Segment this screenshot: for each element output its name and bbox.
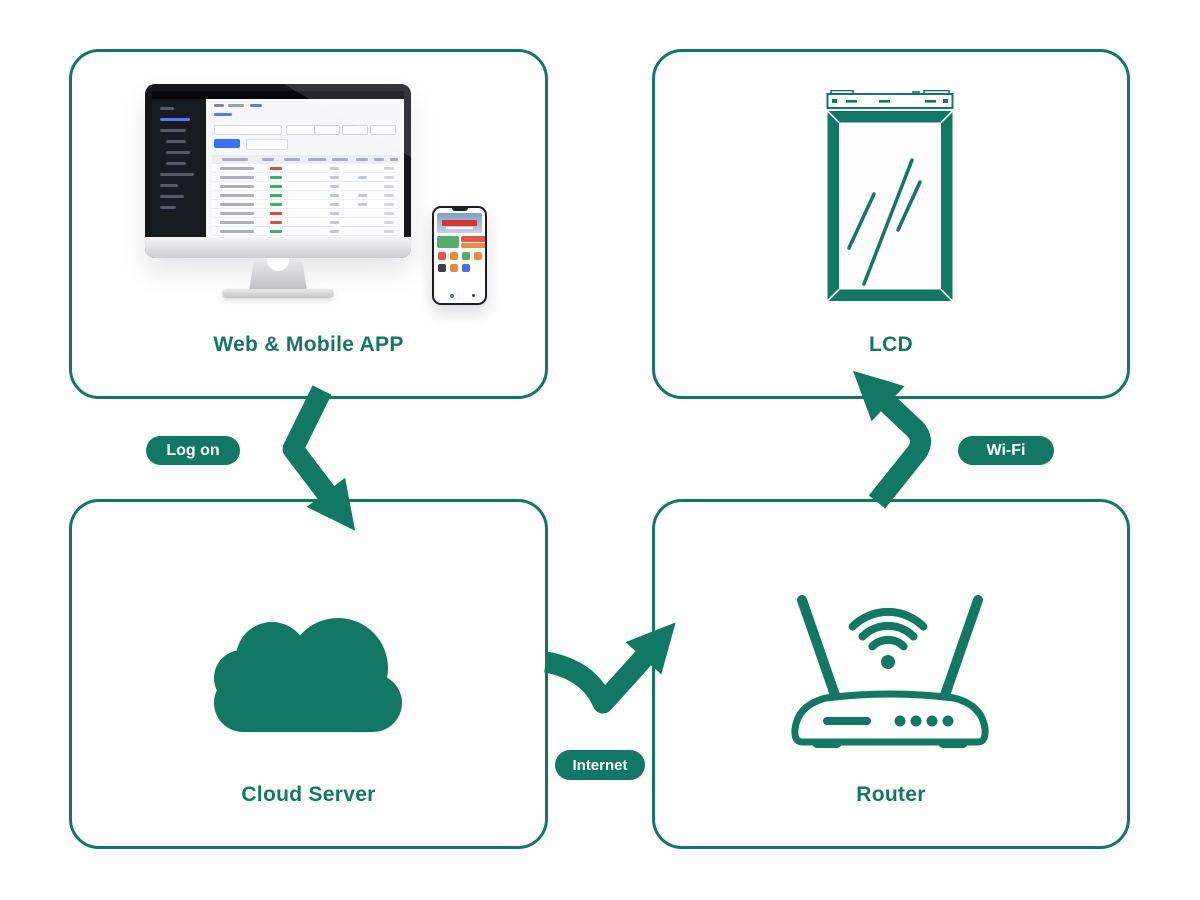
- app-sidebar: [152, 99, 206, 237]
- screen-table-rows: [212, 164, 398, 237]
- lcd-panel-icon: [826, 90, 954, 302]
- node-label-lcd: LCD: [868, 333, 914, 356]
- monitor-frame: [145, 84, 411, 258]
- table-header: [212, 155, 398, 164]
- cloud-icon: [214, 618, 402, 732]
- router-antenna-left: [797, 595, 841, 703]
- node-label-cloud-server: Cloud Server: [241, 783, 376, 806]
- monitor-stand-neck: [249, 258, 307, 291]
- connection-label-log-on: Log on: [146, 436, 240, 465]
- node-label-web-mobile-app: Web & Mobile APP: [213, 333, 404, 356]
- app-main-area: [206, 99, 404, 237]
- connection-label-internet: Internet: [555, 750, 645, 780]
- app-filter-row: [212, 125, 398, 135]
- router-icon: [791, 595, 989, 748]
- phone-screen: [434, 208, 485, 303]
- phone-notch: [451, 208, 468, 211]
- node-label-router: Router: [856, 783, 926, 806]
- secondary-button: [246, 139, 288, 150]
- monitor-screen: [152, 91, 404, 237]
- monitor-chin: [145, 237, 411, 258]
- phone-banner: [437, 213, 482, 233]
- wifi-signal-icon: [848, 607, 928, 651]
- wifi-arrow-icon: [852, 370, 931, 509]
- monitor-stand-base: [222, 289, 334, 298]
- smartphone-illustration: [432, 206, 487, 305]
- app-button-row: [212, 139, 398, 150]
- primary-button: [214, 139, 240, 148]
- router-body: [791, 690, 989, 746]
- panel-router: [652, 499, 1130, 849]
- router-antenna-right: [939, 595, 983, 703]
- app-link: [214, 113, 404, 117]
- internet-arrow-icon: [543, 622, 676, 714]
- desktop-monitor-illustration: [145, 84, 411, 298]
- app-window-titlebar: [152, 91, 404, 99]
- app-breadcrumb: [214, 104, 404, 108]
- connection-label-wifi: Wi-Fi: [958, 436, 1054, 465]
- logon-arrow-icon: [282, 385, 356, 531]
